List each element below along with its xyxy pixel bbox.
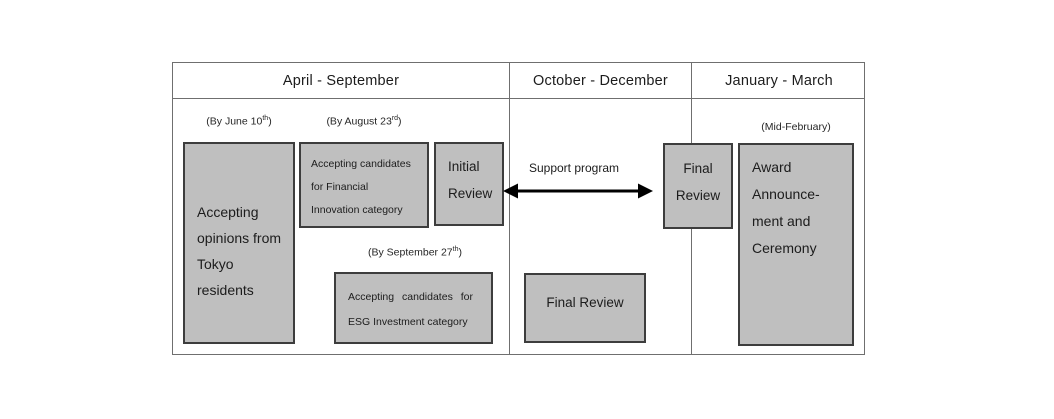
final-review-top-box: Final Review bbox=[663, 143, 733, 229]
deadline-september-close: ) bbox=[458, 246, 462, 259]
opinions-line: opinions from bbox=[197, 230, 282, 246]
support-program-label: Support program bbox=[528, 161, 620, 175]
award-line: ment and bbox=[752, 213, 811, 229]
double-arrow-icon bbox=[503, 183, 653, 199]
final-review-top-line: Review bbox=[675, 188, 721, 203]
financial-innovation-box: Accepting candidates for Financial Innov… bbox=[299, 142, 429, 228]
deadline-june-text: (By June 10 bbox=[206, 115, 263, 128]
award-line: Award bbox=[752, 159, 792, 175]
award-line: Announce- bbox=[752, 186, 820, 202]
mid-february-label: (Mid-February) bbox=[761, 121, 831, 133]
final-review-mid-box: Final Review bbox=[524, 273, 646, 343]
financial-line: for Financial bbox=[311, 181, 369, 193]
opinions-line: Tokyo bbox=[197, 256, 234, 272]
deadline-september-text: (By September 27 bbox=[368, 246, 453, 259]
header-divider-line bbox=[173, 98, 864, 99]
deadline-june-label: (By June 10th) bbox=[183, 115, 295, 128]
final-review-top-line: Final bbox=[683, 161, 713, 176]
award-line: Ceremony bbox=[752, 240, 817, 256]
deadline-september-label: (By September 27th) bbox=[331, 246, 499, 259]
deadline-august-text: (By August 23 bbox=[326, 115, 392, 128]
deadline-september-ordinal: th bbox=[452, 246, 459, 253]
header-april-september: April - September bbox=[282, 72, 400, 89]
esg-line: Accepting candidates for bbox=[348, 291, 473, 303]
initial-review-line: Review bbox=[448, 186, 493, 201]
deadline-june-close: ) bbox=[268, 115, 272, 128]
deadline-august-close: ) bbox=[398, 115, 402, 128]
opinions-box: Accepting opinions from Tokyo residents bbox=[183, 142, 295, 344]
header-january-march: January - March bbox=[725, 72, 833, 89]
column-divider-1 bbox=[509, 63, 510, 354]
esg-line: ESG Investment category bbox=[348, 316, 468, 328]
award-ceremony-box: Award Announce- ment and Ceremony bbox=[738, 143, 854, 346]
schedule-table: April - September October - December Jan… bbox=[172, 62, 865, 355]
deadline-august-ordinal: rd bbox=[391, 115, 399, 122]
final-review-mid-label: Final Review bbox=[546, 295, 624, 310]
header-october-december: October - December bbox=[533, 72, 668, 89]
initial-review-box: Initial Review bbox=[434, 142, 504, 226]
initial-review-line: Initial bbox=[448, 159, 480, 174]
financial-line: Innovation category bbox=[311, 204, 403, 216]
opinions-line: residents bbox=[197, 282, 254, 298]
financial-line: Accepting candidates bbox=[311, 158, 411, 170]
esg-investment-box: Accepting candidates for ESG Investment … bbox=[334, 272, 493, 344]
deadline-august-label: (By August 23rd) bbox=[299, 115, 429, 128]
deadline-june-ordinal: th bbox=[262, 115, 269, 122]
opinions-line: Accepting bbox=[197, 204, 259, 220]
